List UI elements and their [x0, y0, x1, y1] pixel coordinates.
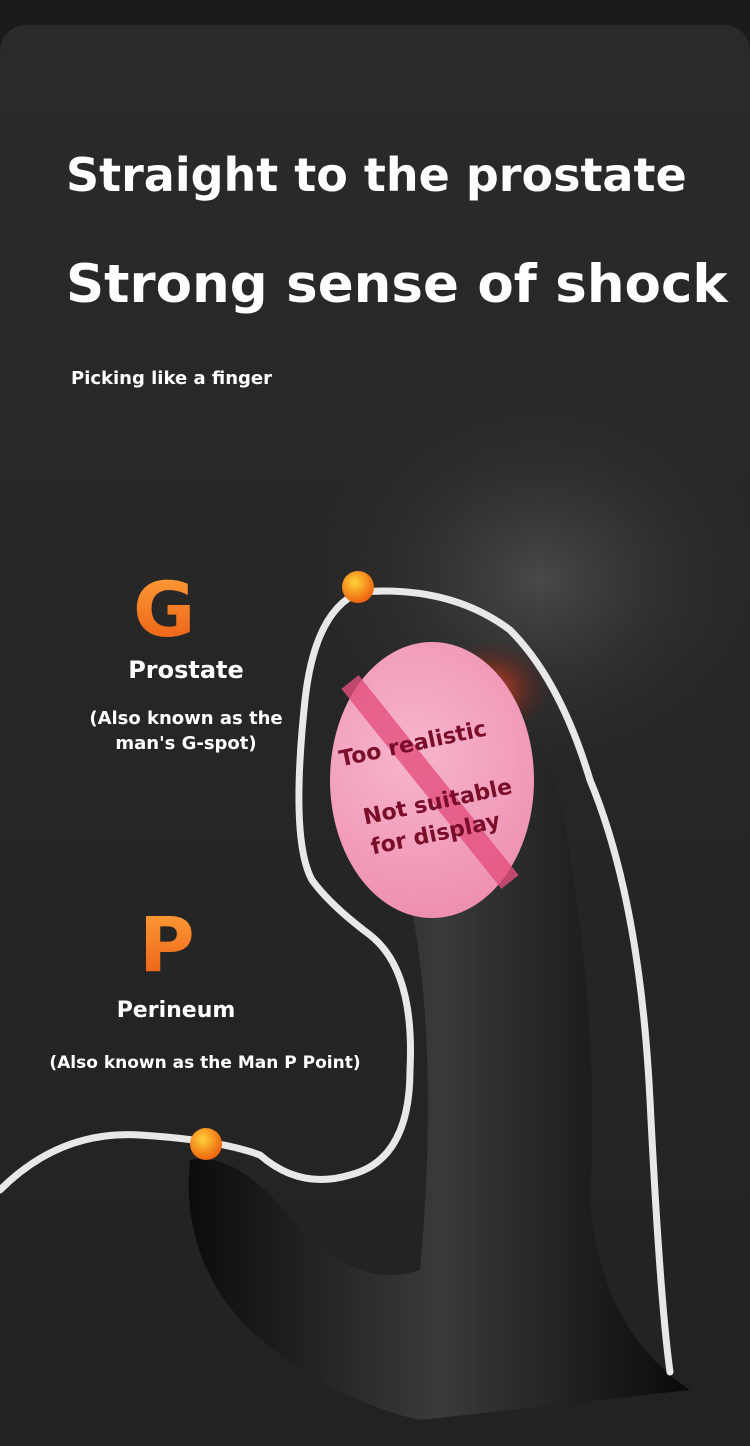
tagline: Picking like a finger [71, 368, 272, 389]
g-point-dot [342, 571, 374, 603]
subheadline: Strong sense of shock [66, 254, 728, 315]
p-point-dot [190, 1128, 222, 1160]
perineum-label: Perineum [116, 998, 236, 1023]
prostate-note: (Also known as the man's G-spot) [89, 708, 283, 754]
headline: Straight to the prostate [66, 148, 687, 202]
prostate-label: Prostate [128, 656, 244, 684]
censor-overlay: Too realistic Not suitable for display [330, 642, 534, 918]
p-letter: P [139, 900, 195, 989]
perineum-note: (Also known as the Man P Point) [49, 1053, 361, 1073]
cable [0, 587, 674, 1376]
g-letter: G [133, 565, 196, 654]
device-shaft [188, 691, 690, 1420]
